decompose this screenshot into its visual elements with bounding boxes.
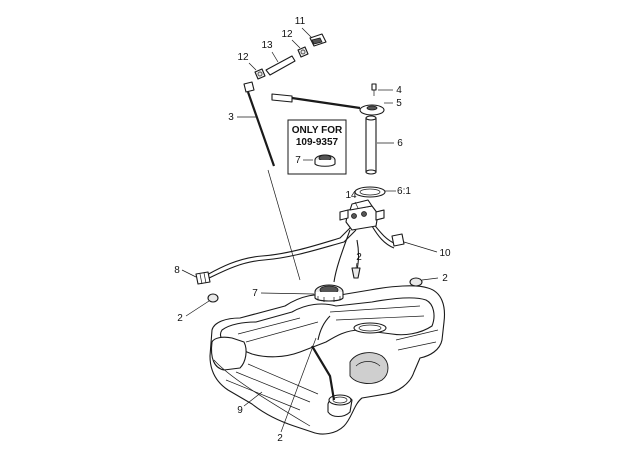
svg-text:9: 9 (237, 405, 243, 416)
inset-line-2: 109-9357 (296, 137, 339, 148)
svg-text:3: 3 (228, 112, 234, 123)
callout-4: 4 (378, 85, 402, 96)
svg-text:2: 2 (177, 313, 183, 324)
callout-12-left: 12 (237, 52, 257, 71)
screw (371, 83, 377, 96)
fuel-cap-on-tank (314, 284, 344, 302)
callout-8: 8 (174, 265, 197, 278)
callout-10: 10 (403, 241, 451, 259)
grommet-left (207, 293, 219, 303)
svg-text:12: 12 (237, 52, 249, 63)
svg-text:2: 2 (356, 252, 362, 263)
svg-text:11: 11 (295, 16, 306, 27)
svg-text:14: 14 (345, 190, 357, 201)
callout-2-center: 2 (355, 252, 362, 269)
callout-9: 9 (237, 391, 263, 416)
fitting-8 (195, 271, 211, 285)
svg-text:6:1: 6:1 (397, 186, 411, 197)
svg-text:13: 13 (261, 40, 273, 51)
fuel-pump-assembly (339, 199, 385, 231)
svg-text:6: 6 (397, 138, 403, 149)
svg-text:8: 8 (174, 265, 180, 276)
callout-6: 6 (377, 138, 403, 149)
callout-11: 11 (295, 16, 313, 39)
valve (309, 33, 327, 47)
filler-tube (365, 115, 377, 175)
callout-6-1: 6:1 (385, 186, 411, 197)
svg-text:2: 2 (442, 273, 448, 284)
callout-7: 7 (252, 288, 315, 299)
callout-5: 5 (384, 98, 402, 109)
fitting-10 (391, 233, 405, 247)
svg-text:5: 5 (396, 98, 402, 109)
callout-3: 3 (228, 112, 257, 123)
fuel-tank (209, 285, 446, 435)
gasket (354, 186, 386, 198)
inset-line-1: ONLY FOR (292, 125, 343, 136)
fuel-lines (204, 221, 397, 283)
svg-text:10: 10 (439, 248, 451, 259)
svg-text:2: 2 (277, 433, 283, 444)
svg-text:4: 4 (396, 85, 402, 96)
svg-text:12: 12 (281, 29, 293, 40)
svg-text:7: 7 (252, 288, 258, 299)
callout-2-bottom: 2 (277, 337, 317, 444)
grommet-right (409, 277, 423, 287)
callout-14: 14 (345, 190, 359, 209)
grommet-center (351, 267, 361, 279)
fuel-sender (271, 93, 385, 116)
inset-callout-7: 7 (295, 155, 301, 166)
inset-fuel-cap (314, 154, 336, 167)
rod (243, 81, 301, 281)
callout-12-top: 12 (281, 29, 301, 49)
inset-box: ONLY FOR 109-9357 7 (287, 119, 347, 175)
callout-2-left: 2 (177, 300, 210, 324)
callout-13: 13 (261, 40, 279, 63)
hose-assembly-13 (254, 46, 309, 80)
callout-2-right: 2 (421, 273, 448, 284)
